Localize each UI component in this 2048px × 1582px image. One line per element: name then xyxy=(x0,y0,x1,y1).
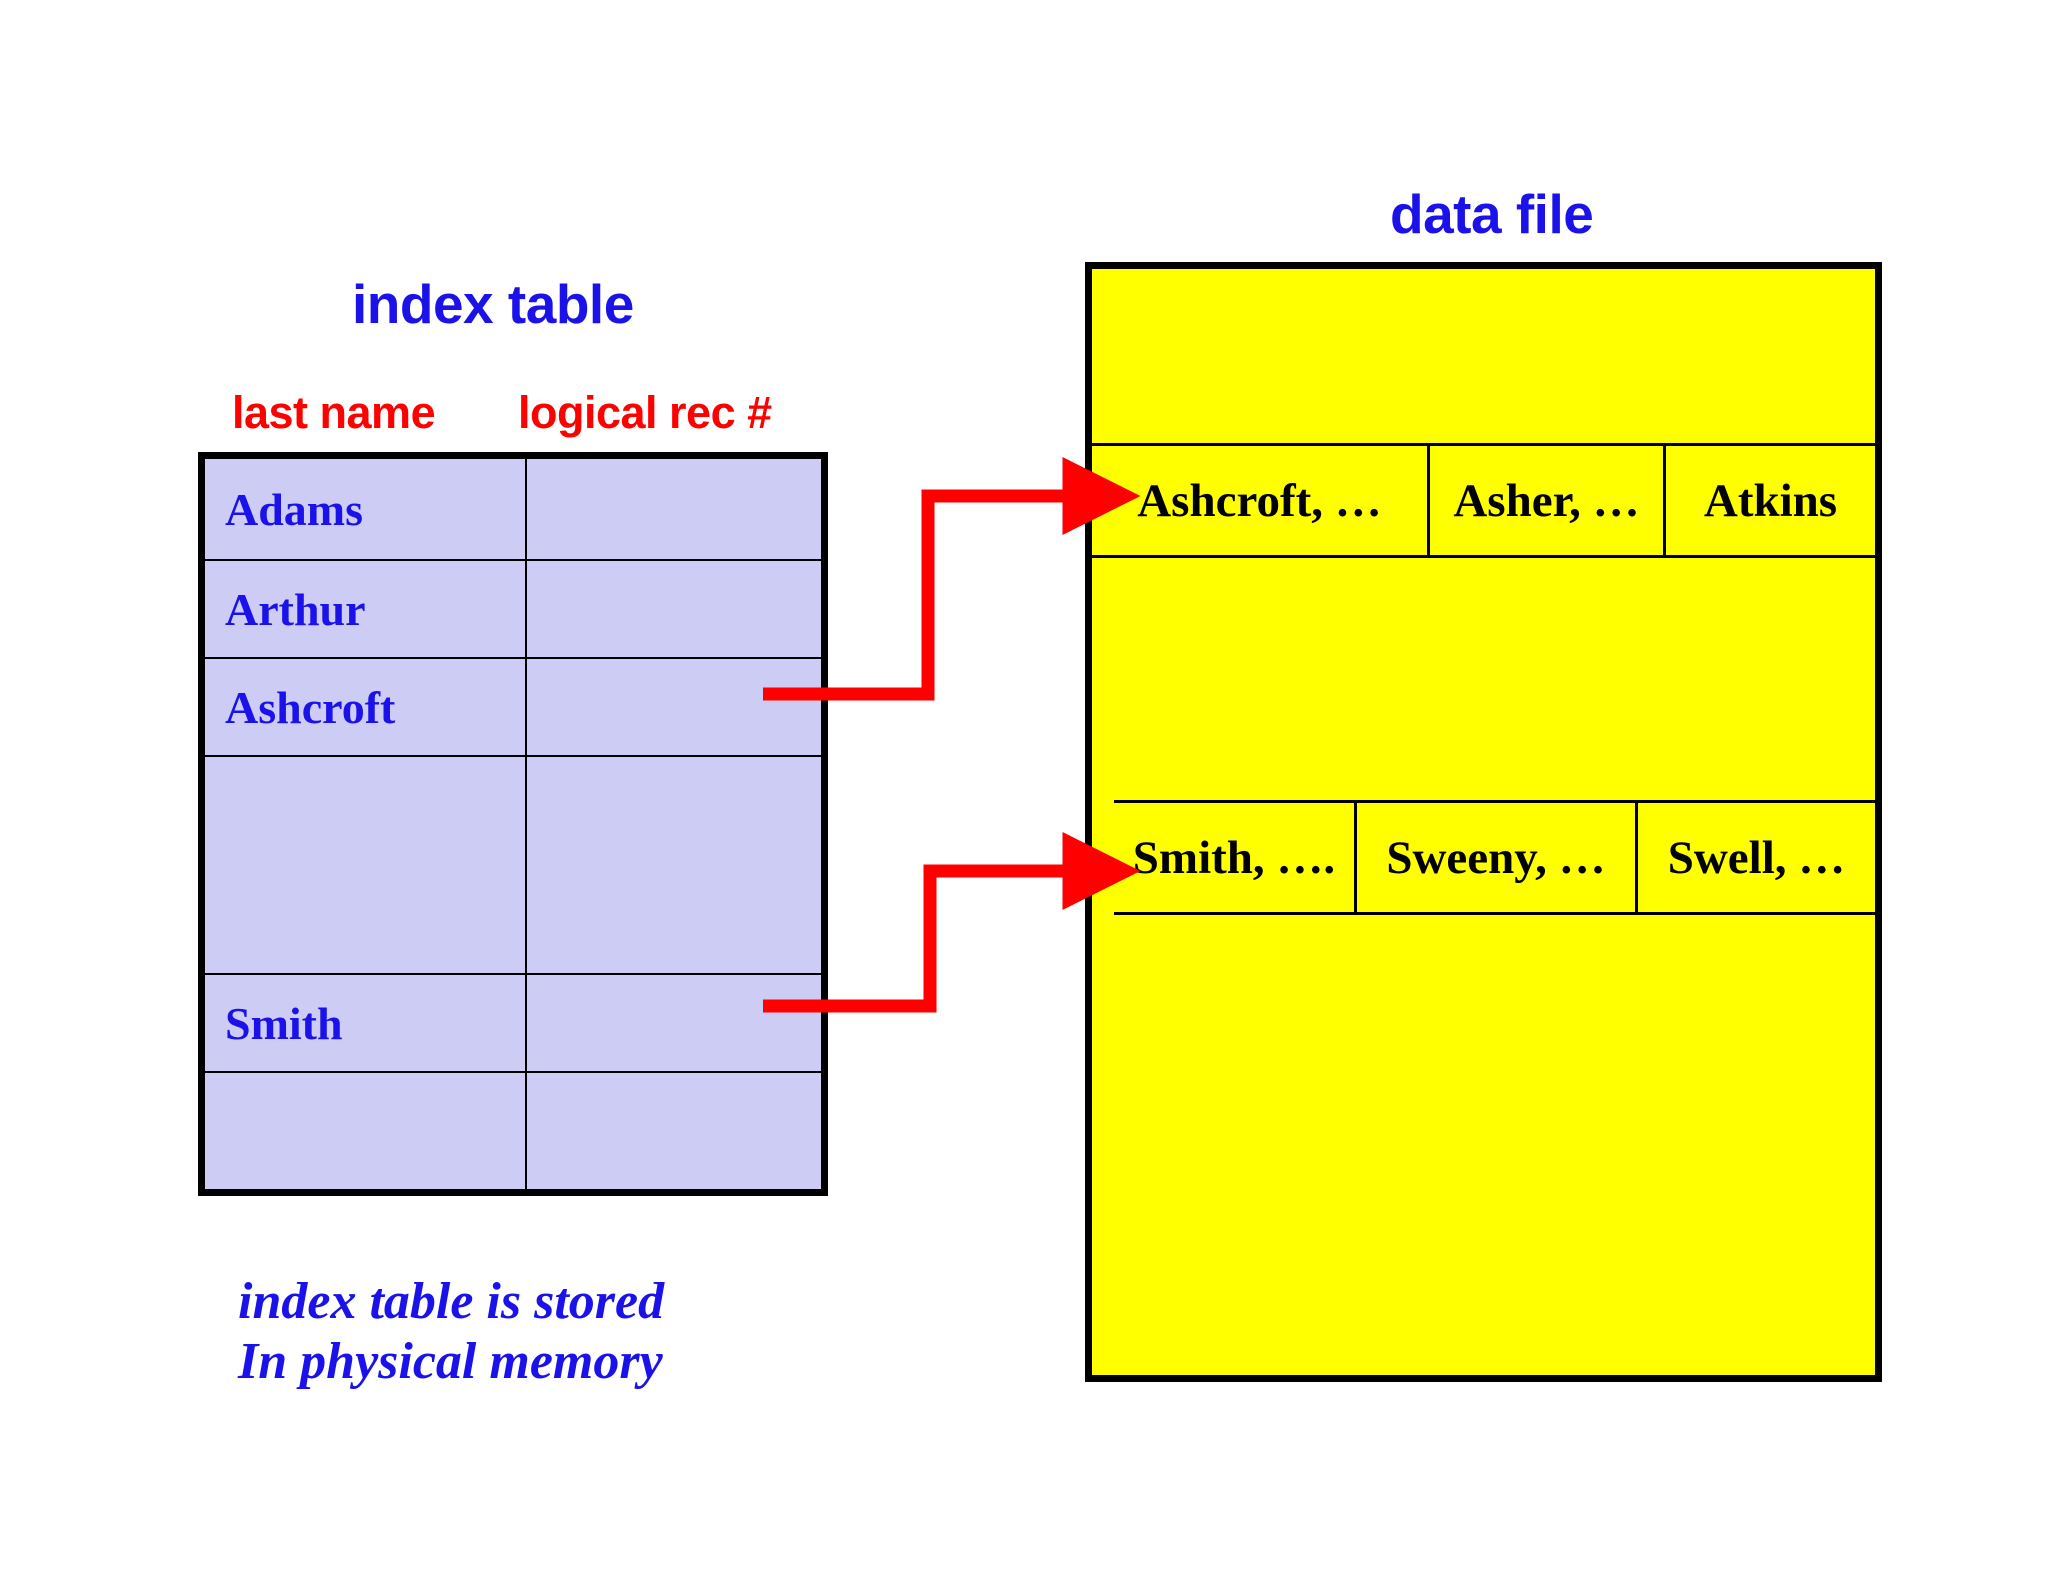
table-row xyxy=(205,757,821,975)
data-record-cell: Asher, … xyxy=(1430,446,1666,555)
data-record-label: Ashcroft, … xyxy=(1137,474,1382,527)
index-table: Adams Arthur Ashcroft xyxy=(198,452,828,1196)
table-row: Arthur xyxy=(205,561,821,659)
index-cell-rec xyxy=(527,659,821,755)
index-cell-name xyxy=(205,1073,527,1189)
table-row: Adams xyxy=(205,459,821,561)
data-record-row: Smith, …. Sweeny, … Swell, … xyxy=(1114,800,1875,915)
index-table-caption: index table is stored In physical memory xyxy=(238,1272,664,1392)
index-cell-rec xyxy=(527,757,821,973)
table-row: Ashcroft xyxy=(205,659,821,757)
index-cell-name xyxy=(205,757,527,973)
data-record-label: Swell, … xyxy=(1667,831,1846,884)
index-cell-rec xyxy=(527,561,821,657)
index-cell-name: Smith xyxy=(205,975,527,1071)
data-file-box: Ashcroft, … Asher, … Atkins Smith, …. Sw… xyxy=(1085,262,1882,1382)
data-record-cell: Swell, … xyxy=(1638,803,1875,912)
data-record-label: Smith, …. xyxy=(1132,831,1336,884)
data-record-cell: Atkins xyxy=(1666,446,1875,555)
table-row: Smith xyxy=(205,975,821,1073)
index-cell-name: Ashcroft xyxy=(205,659,527,755)
caption-line-2: In physical memory xyxy=(238,1332,663,1390)
caption-line-1: index table is stored xyxy=(238,1273,665,1330)
data-record-label: Asher, … xyxy=(1453,474,1640,527)
data-record-cell: Ashcroft, … xyxy=(1092,446,1430,555)
index-cell-name: Adams xyxy=(205,459,527,559)
data-file-title: data file xyxy=(1390,183,1594,245)
index-cell-name: Arthur xyxy=(205,561,527,657)
data-record-cell: Sweeny, … xyxy=(1357,803,1638,912)
data-record-row: Ashcroft, … Asher, … Atkins xyxy=(1092,443,1875,558)
data-record-label: Atkins xyxy=(1703,474,1838,527)
index-cell-rec xyxy=(527,1073,821,1189)
index-cell-rec xyxy=(527,975,821,1071)
index-name-label: Arthur xyxy=(225,583,366,635)
index-name-label: Adams xyxy=(225,483,364,535)
column-header-logical-rec: logical rec # xyxy=(518,387,772,438)
column-header-last-name: last name xyxy=(232,387,436,438)
index-name-label: Ashcroft xyxy=(225,681,396,733)
index-table-title: index table xyxy=(352,273,634,335)
index-name-label: Smith xyxy=(225,997,343,1049)
data-record-label: Sweeny, … xyxy=(1386,831,1606,884)
table-row xyxy=(205,1073,821,1189)
index-cell-rec xyxy=(527,459,821,559)
data-record-cell: Smith, …. xyxy=(1114,803,1357,912)
